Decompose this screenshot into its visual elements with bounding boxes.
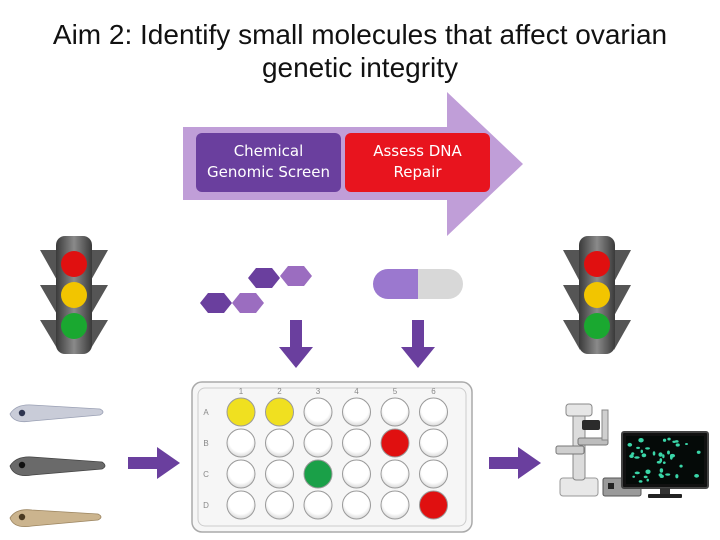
- screen-cell-dot: [694, 474, 699, 478]
- plate-well-empty: [380, 459, 410, 489]
- plate-well-empty: [303, 490, 333, 520]
- screen-cell-dot: [634, 471, 640, 475]
- screen-cell-dot: [638, 480, 643, 483]
- screen-cell-dot: [636, 446, 640, 449]
- plate-column-label: 2: [277, 387, 282, 396]
- down-arrow-left: [279, 320, 313, 368]
- screen-cell-dot: [629, 454, 634, 458]
- plate-well-empty: [265, 459, 294, 489]
- title-line-2: genetic integrity: [261, 52, 459, 83]
- step-label-line: Repair: [393, 163, 442, 181]
- plate-column-label: 4: [354, 387, 359, 396]
- step-label-line: Chemical: [233, 142, 304, 160]
- screen-cell-dot: [685, 443, 688, 446]
- plate-column-label: 6: [431, 387, 436, 396]
- screen-cell-dot: [662, 454, 665, 459]
- screen-cell-dot: [632, 475, 636, 478]
- screen-cell-dot: [696, 450, 701, 454]
- plate-well-empty: [342, 490, 371, 520]
- plate-well-yellow: [265, 397, 294, 427]
- zebrafish-larva-icon: [9, 404, 106, 528]
- screen-cell-dot: [641, 453, 647, 458]
- step-label-line: Assess DNA: [373, 142, 462, 160]
- plate-well-empty: [226, 490, 256, 520]
- screen-cell-dot: [646, 478, 649, 482]
- plate-well-empty: [419, 397, 448, 427]
- plate-well-empty: [342, 397, 371, 427]
- screen-cell-dot: [645, 469, 651, 474]
- screen-cell-dot: [634, 456, 640, 459]
- traffic-light-icon-right: [563, 236, 631, 354]
- plate-row-label: C: [203, 470, 209, 479]
- plate-well-empty: [226, 459, 256, 489]
- plate-row-label: D: [203, 501, 209, 510]
- screen-cell-dot: [675, 474, 679, 479]
- screen-cell-dot: [645, 447, 650, 450]
- plate-well-empty: [380, 490, 410, 520]
- plate-column-label: 3: [316, 387, 321, 396]
- plate-well-empty: [380, 397, 410, 427]
- step-box-dna-repair: [345, 133, 490, 192]
- screen-cell-dot: [667, 450, 670, 455]
- screen-cell-dot: [658, 452, 663, 457]
- plate-well-empty: [226, 428, 256, 458]
- plate-well-yellow: [226, 397, 256, 427]
- screen-cell-dot: [672, 440, 677, 443]
- screen-cell-dot: [675, 443, 680, 447]
- down-arrow-right: [401, 320, 435, 368]
- plate-well-red: [419, 490, 448, 520]
- plate-well-empty: [419, 428, 448, 458]
- step-box-chemical-screen: [196, 133, 341, 192]
- screen-cell-dot: [670, 455, 673, 460]
- traffic-light-icon-left: [40, 236, 108, 354]
- step-label-chemical-screen: Chemical Genomic Screen: [196, 141, 341, 183]
- plate-well-empty: [265, 428, 294, 458]
- right-arrow-right: [489, 447, 541, 479]
- plate-well-empty: [419, 459, 448, 489]
- screen-cell-dot: [662, 438, 667, 442]
- plate-column-label: 1: [239, 387, 244, 396]
- plate-row-label: B: [203, 439, 208, 448]
- hexagon-molecule-icon: [200, 266, 312, 313]
- well-plate: 1 2 3 4 5 6 A B C D: [191, 381, 473, 533]
- screen-cell-dot: [662, 461, 666, 464]
- screen-cell-dot: [627, 442, 633, 447]
- plate-column-label: 5: [393, 387, 398, 396]
- screen-cell-dot: [679, 464, 683, 468]
- title-line-1: Aim 2: Identify small molecules that aff…: [52, 19, 668, 50]
- microscope-workstation-icon: [555, 403, 709, 498]
- plate-well-empty: [265, 490, 294, 520]
- plate-well-red: [380, 428, 410, 458]
- screen-cell-dot: [665, 473, 671, 476]
- plate-row-label: A: [203, 408, 209, 417]
- slide-title: Aim 2: Identify small molecules that aff…: [0, 18, 720, 84]
- screen-cell-dot: [659, 474, 664, 478]
- plate-well-empty: [303, 428, 333, 458]
- screen-cell-dot: [640, 449, 644, 454]
- capsule-pill-icon: [373, 269, 463, 299]
- screen-cell-dot: [631, 452, 635, 456]
- plate-well-empty: [342, 428, 371, 458]
- right-arrow-left: [128, 447, 180, 479]
- screen-cell-dot: [659, 468, 664, 473]
- step-label-dna-repair: Assess DNA Repair: [345, 141, 490, 183]
- plate-well-empty: [303, 397, 333, 427]
- plate-well-empty: [342, 459, 371, 489]
- screen-cell-dot: [656, 460, 662, 464]
- screen-cell-dot: [652, 451, 656, 456]
- step-label-line: Genomic Screen: [207, 163, 330, 181]
- screen-cell-dot: [643, 475, 648, 479]
- screen-cell-dot: [639, 438, 642, 441]
- plate-well-green: [303, 459, 333, 489]
- screen-cell-dot: [667, 437, 671, 441]
